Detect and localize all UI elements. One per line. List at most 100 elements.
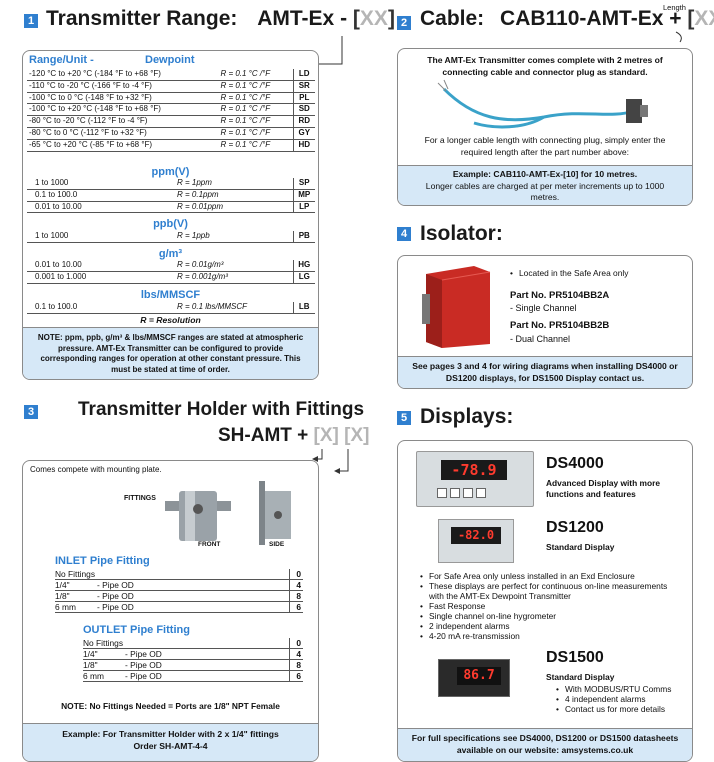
fitting-code: 8 xyxy=(288,659,303,671)
resolution-value: R = 1ppm xyxy=(147,178,293,190)
table-row: -80 °C to -20 °C (-112 °F to -4 °F)R = 0… xyxy=(27,115,315,128)
ds1500-feature: 4 independent alarms xyxy=(565,694,685,704)
fitting-size: 1/8" xyxy=(55,590,97,602)
ds4000-keys xyxy=(437,488,497,498)
range-value: -110 °C to -20 °C (-166 °F to -4 °F) xyxy=(27,80,221,93)
table-row: -120 °C to +20 °C (-184 °F to +68 °F)R =… xyxy=(27,69,315,81)
range-value: 0.01 to 10.00 xyxy=(27,260,147,272)
display-feature: For Safe Area only unless installed in a… xyxy=(429,571,679,581)
holder-title: Transmitter Holder with Fittings xyxy=(78,399,365,420)
fitting-code: 0 xyxy=(288,638,303,649)
range-value: -100 °C to 0 °C (-148 °F to +32 °F) xyxy=(27,92,221,105)
resolution-value: R = 0.01g/m³ xyxy=(147,260,293,272)
outlet-code-placeholder: [X] xyxy=(344,425,370,446)
fittings-note: NOTE: No Fittings Needed = Ports are 1/8… xyxy=(61,701,280,711)
cable-model: CAB110-AMT-Ex + xyxy=(500,7,682,30)
resolution-value: R = 0.001g/m³ xyxy=(147,271,293,284)
resolution-key: R = Resolution xyxy=(140,315,201,325)
gm3-heading: g/m³ xyxy=(158,248,183,260)
fitting-code: 6 xyxy=(288,670,303,682)
displays-footer: For full specifications see DS4000, DS12… xyxy=(398,728,692,761)
holder-box: Comes compete with mounting plate. FITTI… xyxy=(22,460,319,762)
range-value: -80 °C to 0 °C (-112 °F to +32 °F) xyxy=(27,127,221,140)
fitting-code: 4 xyxy=(288,648,303,660)
ds4000-description: Advanced Display with more functions and… xyxy=(546,478,661,499)
range-value: -120 °C to +20 °C (-184 °F to +68 °F) xyxy=(27,69,221,81)
range-code: PB xyxy=(292,231,315,243)
range-note: NOTE: ppm, ppb, g/m³ & lbs/MMSCF ranges … xyxy=(23,327,318,379)
fitting-type xyxy=(97,569,289,580)
range-value: -65 °C to +20 °C (-85 °F to +68 °F) xyxy=(27,139,221,152)
resolution-value: R = 0.1 °C /°F xyxy=(220,127,293,140)
lbs-heading: lbs/MMSCF xyxy=(140,289,201,301)
ppbv-heading: ppb(V) xyxy=(153,218,188,230)
holder-code-arrows xyxy=(312,449,349,474)
ds1200-description: Standard Display xyxy=(546,542,615,552)
section-5-number: 5 xyxy=(397,411,411,425)
isolator-bullets: Located in the Safe Area only xyxy=(519,268,628,278)
range-value: -80 °C to -20 °C (-112 °F to -4 °F) xyxy=(27,115,221,128)
range-code: GY xyxy=(292,127,315,140)
range-code: HG xyxy=(292,260,315,272)
inlet-code-placeholder: [X] xyxy=(313,425,339,446)
range-code: RD xyxy=(292,115,315,128)
holder-image xyxy=(165,481,291,545)
outlet-heading: OUTLET Pipe Fitting xyxy=(83,624,190,636)
range-code: LP xyxy=(292,201,315,214)
fitting-size: 6 mm xyxy=(83,670,125,682)
fitting-size: 1/4" xyxy=(55,579,97,591)
isolator-channel-1: - Single Channel xyxy=(510,303,577,313)
display-feature: 4-20 mA re-transmission xyxy=(429,631,679,641)
fitting-type: - Pipe OD xyxy=(97,590,289,602)
transmitter-model: AMT-Ex - xyxy=(257,7,348,30)
fitting-size: 1/8" xyxy=(83,659,125,671)
ds1200-name: DS1200 xyxy=(546,519,604,536)
isolator-title: Isolator: xyxy=(420,222,503,245)
ds1500-image: 86.7 xyxy=(438,659,510,697)
resolution-value: R = 0.1 °C /°F xyxy=(220,92,293,105)
fitting-code: 4 xyxy=(288,579,303,591)
section-3-number: 3 xyxy=(24,405,38,419)
ds1500-description: Standard Display xyxy=(546,672,615,682)
section-1-title: Transmitter Range: AMT-Ex - [XX] xyxy=(46,7,395,31)
table-row: -100 °C to +20 °C (-148 °F to +68 °F)R =… xyxy=(27,103,315,117)
isolator-location: Located in the Safe Area only xyxy=(519,268,628,278)
resolution-value: R = 0.1 lbs/MMSCF xyxy=(147,302,293,314)
bracket-left: [ xyxy=(352,7,360,30)
cable-body: For a longer cable length with connectin… xyxy=(424,135,666,157)
fitting-code: 6 xyxy=(288,601,303,613)
length-arrow xyxy=(675,31,682,43)
range-value: -100 °C to +20 °C (-148 °F to +68 °F) xyxy=(27,103,221,117)
ds1200-readout: -82.0 xyxy=(451,527,501,544)
cable-title: Cable: xyxy=(420,7,485,30)
table-row: -110 °C to -20 °C (-166 °F to -4 °F)R = … xyxy=(27,80,315,93)
fitting-size: 1/4" xyxy=(83,648,125,660)
fitting-type: - Pipe OD xyxy=(125,659,289,671)
fitting-type xyxy=(125,638,289,649)
isolator-part-1: Part No. PR5104BB2A xyxy=(510,290,610,301)
ds1500-readout: 86.7 xyxy=(457,667,501,685)
table-row: -100 °C to 0 °C (-148 °F to +32 °F)R = 0… xyxy=(27,92,315,105)
fitting-code: 8 xyxy=(288,590,303,602)
cable-footer: Example: CAB110-AMT-Ex-[10] for 10 metre… xyxy=(398,165,692,205)
ds4000-name: DS4000 xyxy=(546,455,604,472)
range-code-placeholder: XX xyxy=(359,7,388,30)
bracket-left: [ xyxy=(687,7,695,30)
ds1500-bullets: With MODBUS/RTU Comms4 independent alarm… xyxy=(565,684,685,714)
table-row: -65 °C to +20 °C (-85 °F to +68 °F)R = 0… xyxy=(27,139,315,152)
section-2-title: Cable: CAB110-AMT-Ex + [XX] xyxy=(420,7,714,31)
display-feature: Fast Response xyxy=(429,601,679,611)
fitting-type: - Pipe OD xyxy=(125,670,289,682)
resolution-value: R = 0.1 °C /°F xyxy=(220,115,293,128)
resolution-value: R = 0.1 °C /°F xyxy=(220,69,293,81)
range-code: SP xyxy=(292,178,315,190)
cable-intro: The AMT-Ex Transmitter comes complete wi… xyxy=(427,55,663,77)
